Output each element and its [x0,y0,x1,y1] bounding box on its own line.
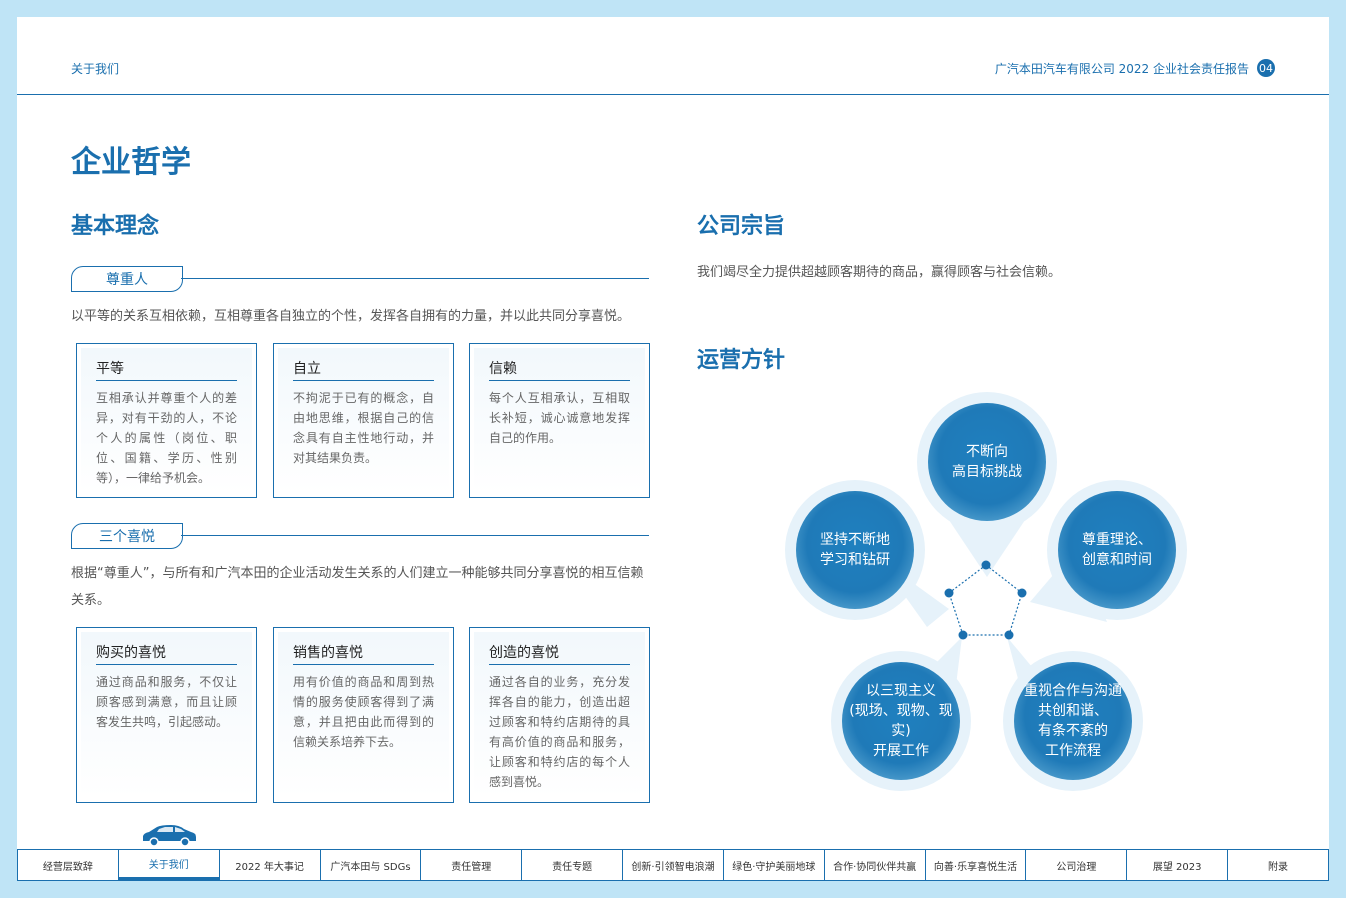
pill-divider [181,278,649,279]
card-independence: 自立 不拘泥于已有的概念，自由地思维，根据自己的信念具有自主性地行动，并对其结果… [273,343,454,498]
nav-item-ceo-message[interactable]: 经营层致辞 [18,850,119,880]
policy-bubble-three-actuals: 以三现主义 (现场、现物、现实) 开展工作 [842,662,960,780]
card-divider [293,380,434,381]
card-body: 不拘泥于已有的概念，自由地思维，根据自己的信念具有自主性地行动，并对其结果负责。 [293,391,434,465]
card-title: 创造的喜悦 [489,645,559,661]
section-label: 关于我们 [71,62,120,76]
card-title: 信赖 [489,361,517,377]
pentagon-outline [948,564,1023,636]
tail-top [947,517,1027,577]
card-buying-joy: 购买的喜悦 通过商品和服务，不仅让顾客感到满意，而且让顾客发生共鸣，引起感动。 [76,627,257,803]
policy-bubble-challenge: 不断向 高目标挑战 [928,403,1046,521]
respect-paragraph: 以平等的关系互相依赖，互相尊重各自独立的个性，发挥各自拥有的力量，并以此共同分享… [71,309,631,324]
report-title: 广汽本田汽车有限公司 2022 企业社会责任报告 [994,61,1249,76]
joys-pill: 三个喜悦 [71,523,183,549]
bottom-nav: 经营层致辞 关于我们 2022 年大事记 广汽本田与 SDGs 责任管理 责任专… [17,849,1329,881]
purpose-heading: 公司宗旨 [697,214,786,239]
card-divider [489,380,630,381]
nav-item-outlook[interactable]: 展望 2023 [1127,850,1229,880]
nav-item-governance[interactable]: 公司治理 [1026,850,1128,880]
card-divider [489,664,630,665]
card-equality: 平等 互相承认并尊重个人的差异，对有干劲的人，不论个人的属性（岗位、职位、国籍、… [76,343,257,498]
respect-pill-row: 尊重人 [71,266,649,292]
car-icon [143,825,196,847]
card-title: 自立 [293,361,321,377]
pentagon-node [1004,630,1014,640]
report-page: 关于我们 广汽本田汽车有限公司 2022 企业社会责任报告 04 企业哲学 基本… [17,17,1329,881]
header-divider [17,94,1329,95]
pentagon-node [944,588,954,598]
card-body: 通过商品和服务，不仅让顾客感到满意，而且让顾客发生共鸣，引起感动。 [96,675,237,729]
nav-item-responsibility-management[interactable]: 责任管理 [421,850,523,880]
nav-item-cooperation[interactable]: 合作·协同伙伴共赢 [825,850,926,880]
respect-pill: 尊重人 [71,266,183,292]
pentagon-node [1017,588,1027,598]
page-title: 企业哲学 [71,145,191,180]
nav-item-sdgs[interactable]: 广汽本田与 SDGs [321,850,422,880]
card-creating-joy: 创造的喜悦 通过各自的业务，充分发挥各自的能力，创造出超过顾客和特约店期待的具有… [469,627,650,803]
nav-item-milestones[interactable]: 2022 年大事记 [220,850,321,880]
card-trust: 信赖 每个人互相承认，互相取长补短，诚心诚意地发挥自己的作用。 [469,343,650,498]
pentagon-node [958,630,968,640]
policy-bubble-cooperation: 重视合作与沟通 共创和谐、 有条不紊的 工作流程 [1014,662,1132,780]
nav-item-responsibility-topics[interactable]: 责任专题 [522,850,624,880]
policy-heading: 运营方针 [697,348,786,373]
nav-item-about-us[interactable]: 关于我们 [118,850,220,880]
card-divider [96,380,237,381]
policy-bubble-learning: 坚持不断地 学习和钻研 [796,491,914,609]
pentagon-node [981,560,991,570]
card-divider [96,664,237,665]
basic-concept-heading: 基本理念 [71,214,160,239]
nav-item-goodness[interactable]: 向善·乐享喜悦生活 [926,850,1027,880]
policy-bubble-respect-theory: 尊重理论、 创意和时间 [1058,491,1176,609]
joys-paragraph: 根据“尊重人”，与所有和广汽本田的企业活动发生关系的人们建立一种能够共同分享喜悦… [71,566,644,608]
nav-item-innovation[interactable]: 创新·引领智电浪潮 [623,850,724,880]
card-body: 通过各自的业务，充分发挥各自的能力，创造出超过顾客和特约店期待的具有高价值的商品… [489,675,630,789]
card-body: 互相承认并尊重个人的差异，对有干劲的人，不论个人的属性（岗位、职位、国籍、学历、… [96,391,237,485]
card-title: 平等 [96,361,124,377]
card-divider [293,664,434,665]
card-title: 销售的喜悦 [293,645,363,661]
report-header: 广汽本田汽车有限公司 2022 企业社会责任报告 04 [995,59,1275,77]
card-title: 购买的喜悦 [96,645,166,661]
purpose-text: 我们竭尽全力提供超越顾客期待的商品，赢得顾客与社会信赖。 [697,265,1062,280]
card-body: 用有价值的商品和周到热情的服务使顾客得到了满意，并且把由此而得到的信赖关系培养下… [293,675,434,749]
joys-pill-row: 三个喜悦 [71,523,649,549]
pill-divider [181,535,649,536]
card-selling-joy: 销售的喜悦 用有价值的商品和周到热情的服务使顾客得到了满意，并且把由此而得到的信… [273,627,454,803]
nav-item-appendix[interactable]: 附录 [1268,861,1289,873]
card-body: 每个人互相承认，互相取长补短，诚心诚意地发挥自己的作用。 [489,391,630,445]
nav-item-green[interactable]: 绿色·守护美丽地球 [724,850,825,880]
page-number: 04 [1257,59,1275,77]
